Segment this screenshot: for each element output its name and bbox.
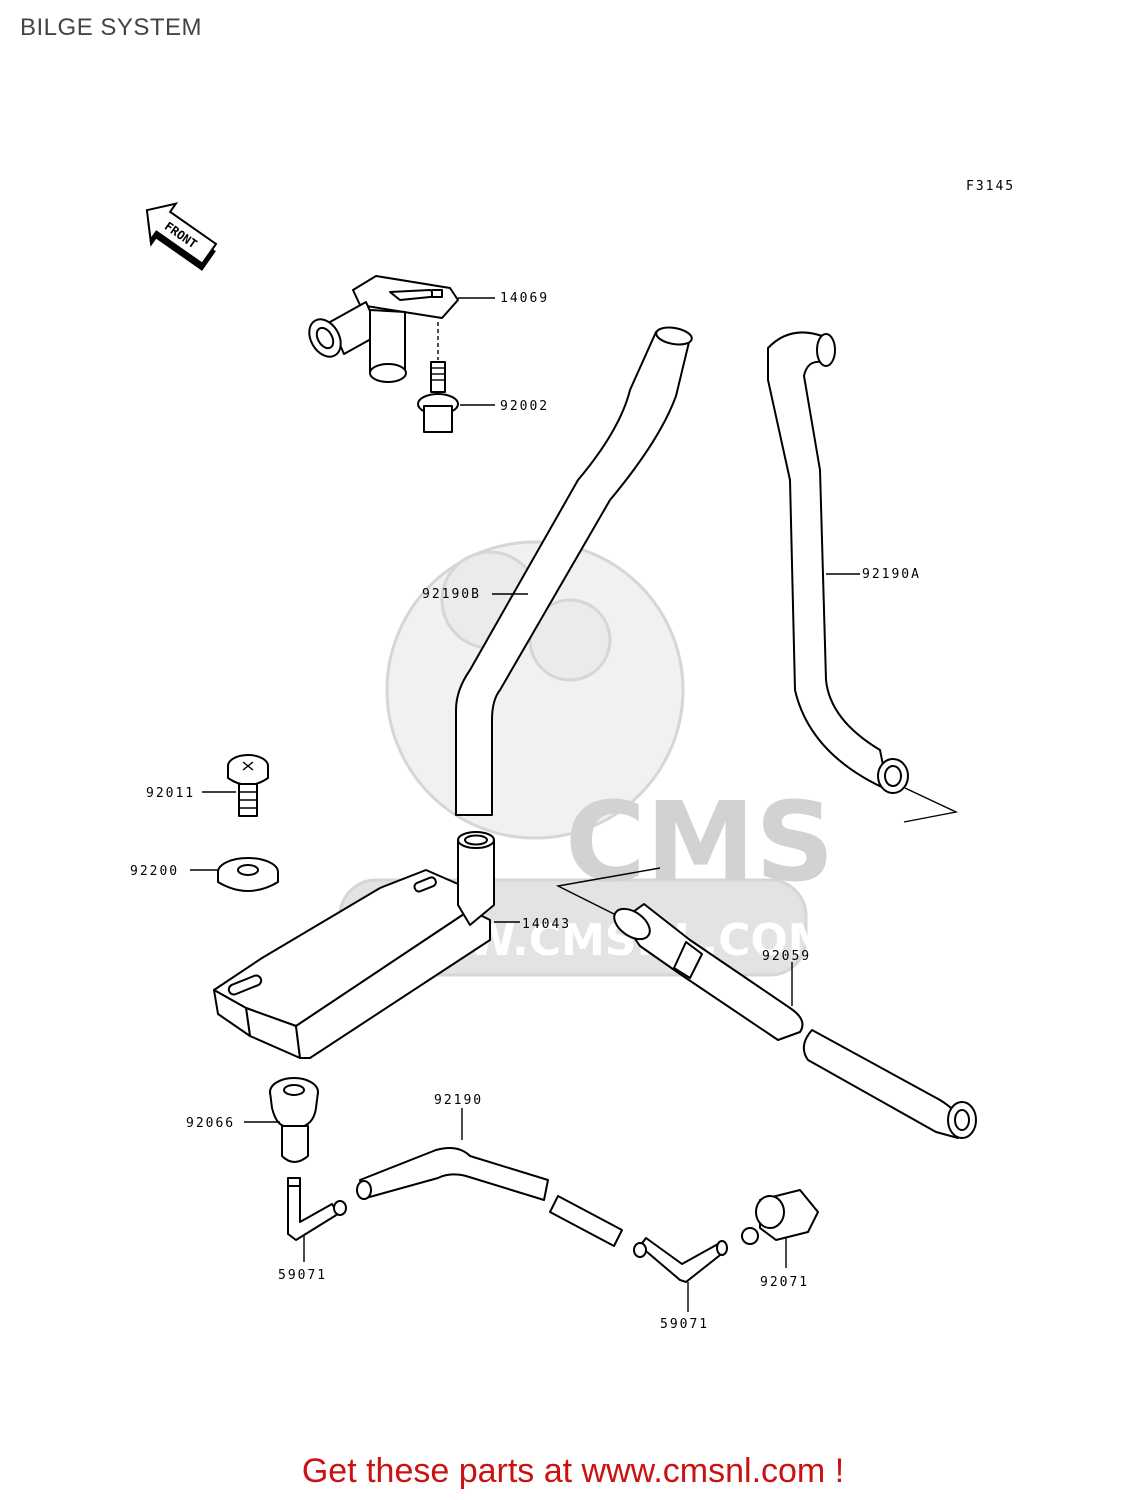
promo-footer-link[interactable]: Get these parts at www.cmsnl.com ! [301,1452,845,1490]
bilge-fitting-icon [308,275,459,383]
callout-14069: 14069 [500,291,549,306]
callout-92011: 92011 [146,786,195,801]
callout-92190b: 92190B [422,587,481,602]
callout-92190a: 92190A [862,567,921,582]
callout-92200: 92200 [130,864,179,879]
callout-92071: 92071 [760,1275,809,1290]
watermark-brand: CMS [565,778,834,906]
elbow-left-icon [287,1177,347,1241]
callout-92002: 92002 [500,399,549,414]
hose-92190a-icon [767,331,909,794]
hose-92190b-icon [455,326,693,816]
elbow-right-icon [633,1237,728,1283]
screw-icon [227,754,269,817]
hose-92190-icon [356,1147,623,1247]
callout-14043: 14043 [522,917,571,932]
page-title: BILGE SYSTEM [20,14,203,41]
strainer-icon [213,831,495,1059]
bolt-icon [417,322,459,433]
figure-code: F3145 [966,179,1015,194]
washer-icon [217,857,279,892]
grommet-icon [269,1077,319,1163]
callout-92190: 92190 [434,1093,483,1108]
callout-59071-left: 59071 [278,1268,327,1283]
front-arrow-icon: FRONT [145,202,218,271]
pipe-icon [613,903,977,1139]
callout-92059: 92059 [762,949,811,964]
check-valve-icon [741,1189,819,1245]
callout-59071-right: 59071 [660,1317,709,1332]
callout-92066: 92066 [186,1116,235,1131]
